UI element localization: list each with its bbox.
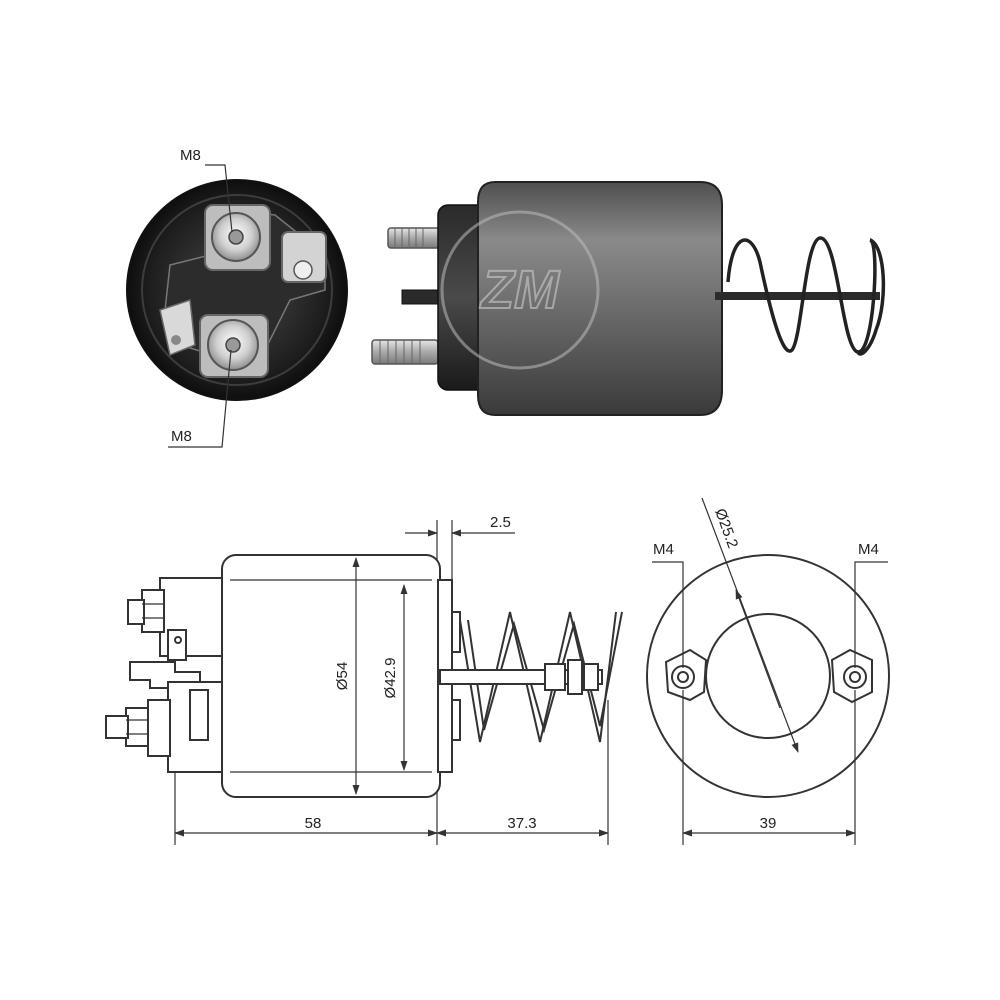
dim-inner-diameter: Ø42.9 [382, 658, 399, 699]
label-m4-left: M4 [653, 541, 674, 558]
dim-end-diameter: Ø25.2 [711, 506, 741, 550]
lower-bolt [371, 339, 439, 365]
spring [726, 236, 877, 354]
upper-bolt [387, 227, 441, 249]
side-terminal [281, 231, 327, 283]
drawing-end-view: M4 M4 Ø25.2 39 [646, 497, 890, 845]
right-stud [830, 648, 873, 704]
solenoid-body [477, 181, 723, 416]
dim-length-body: 58 [305, 815, 322, 832]
plunger-rod [715, 292, 880, 300]
label-m8-top: M8 [180, 147, 201, 164]
left-stud [664, 648, 708, 702]
spring-drawing [459, 611, 617, 743]
photo-end-view: M8 M8 [126, 147, 348, 448]
drawing-side-view: Ø54 Ø42.9 2.5 58 37.3 [105, 514, 623, 845]
svg-text:ZM: ZM [479, 260, 560, 320]
dim-length-spring: 37.3 [507, 815, 536, 832]
dim-body-diameter: Ø54 [334, 662, 351, 690]
body-outline [221, 554, 441, 798]
label-m4-right: M4 [858, 541, 879, 558]
label-m8-bottom: M8 [171, 428, 192, 445]
dim-hole-spacing: 39 [760, 815, 777, 832]
dim-gap: 2.5 [490, 514, 511, 531]
photo-side-view: ZM [371, 181, 886, 416]
